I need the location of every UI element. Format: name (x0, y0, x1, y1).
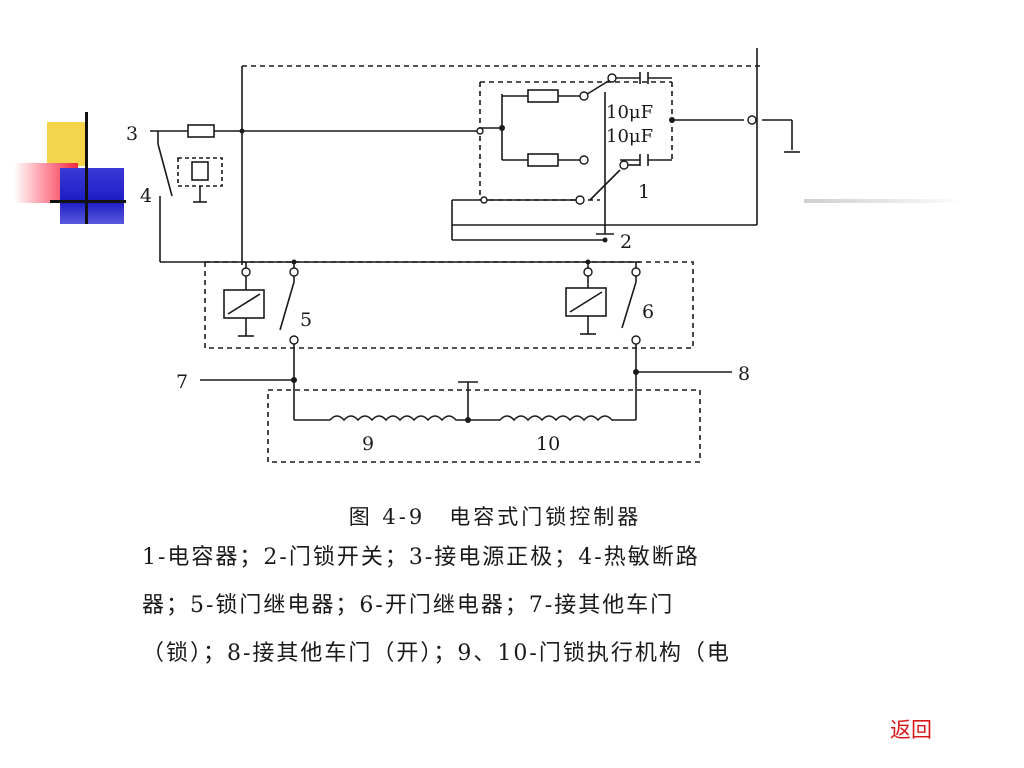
caption-line-1: 1-电容器；2-门锁开关；3-接电源正极；4-热敏断路 (142, 545, 700, 570)
logo-yellow-square (47, 122, 85, 166)
back-link[interactable]: 返回 (890, 718, 932, 742)
caption-line-3: （锁）；8-接其他车门（开）；9、10-门锁执行机构（电 (142, 641, 731, 666)
label-7: 7 (176, 371, 188, 393)
label-1: 1 (638, 181, 650, 203)
label-5: 5 (300, 309, 312, 331)
slide-logo-icon (0, 0, 140, 240)
label-10: 10 (536, 433, 560, 455)
caption-title: 图 4-9 电容式门锁控制器 (348, 505, 642, 529)
caption-line-2: 器；5-锁门继电器；6-开门继电器；7-接其他车门 (142, 593, 675, 618)
logo-vertical-line (85, 112, 88, 224)
logo-blue-square (60, 168, 124, 224)
decorative-fade-line (804, 199, 962, 203)
figure-caption: 图 4-9 电容式门锁控制器 1-电容器；2-门锁开关；3-接电源正极；4-热敏… (130, 500, 820, 678)
label-9: 9 (362, 433, 374, 455)
label-6: 6 (642, 301, 654, 323)
dashed-frames (204, 65, 760, 463)
label-8: 8 (738, 363, 750, 385)
label-2: 2 (620, 231, 632, 253)
label-4: 4 (140, 185, 152, 207)
logo-horizontal-line (50, 200, 126, 203)
label-3: 3 (126, 123, 138, 145)
circuit-diagram: 3 4 1 2 5 6 7 8 9 10 10μF 10μF (126, 48, 800, 463)
capacitor-label-top: 10μF (606, 102, 653, 123)
capacitor-label-bottom: 10μF (606, 126, 653, 147)
